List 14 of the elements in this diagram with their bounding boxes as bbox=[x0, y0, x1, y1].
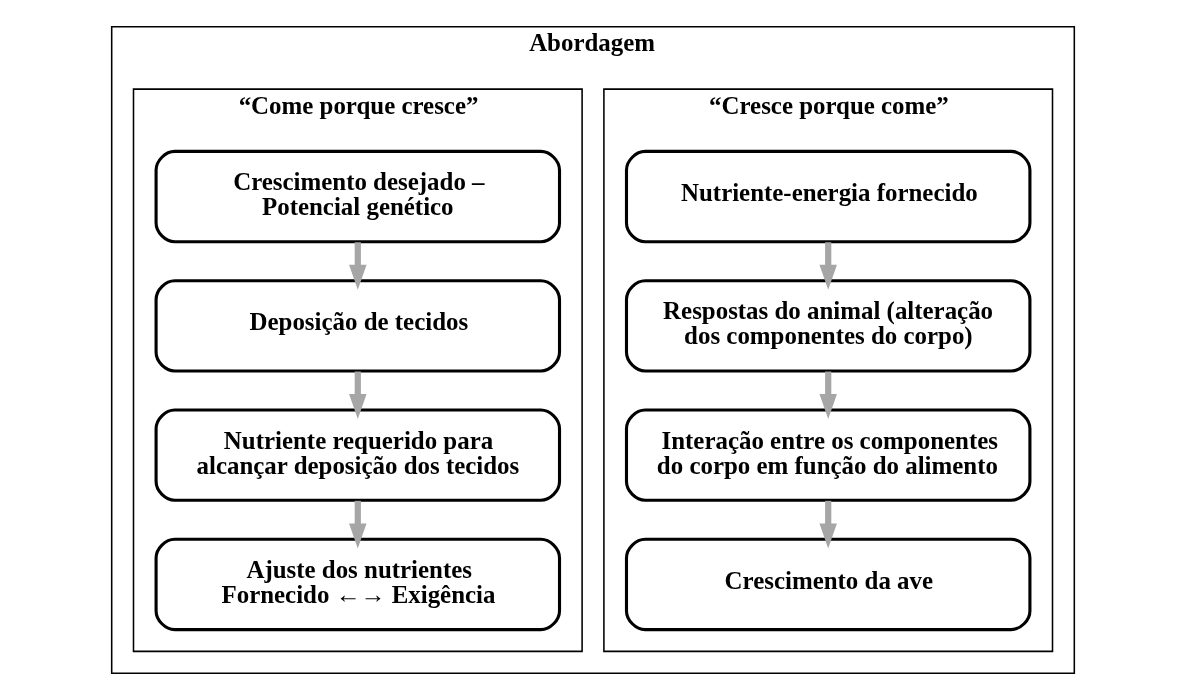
arrow bbox=[819, 242, 837, 290]
node-box: Nutriente requerido para alcançar deposição dos tecidos bbox=[154, 408, 562, 502]
node-box: Nutriente-energia fornecido bbox=[624, 149, 1032, 244]
node-box: Crescimento desejado – Potencial genético bbox=[154, 149, 562, 244]
node-box: Ajuste dos nutrientes Fornecido ←→ Exigência bbox=[154, 537, 562, 632]
arrow bbox=[819, 500, 837, 549]
node-box: Respostas do animal (alteração dos componentes do corpo) bbox=[624, 279, 1032, 373]
node-box: Interação entre os componentes do corpo em função do alimento bbox=[624, 408, 1032, 502]
node-box: Crescimento da ave bbox=[624, 537, 1032, 632]
arrow bbox=[349, 500, 367, 549]
arrow bbox=[349, 242, 367, 290]
node-box: Deposição de tecidos bbox=[154, 279, 562, 373]
arrow bbox=[349, 371, 367, 420]
arrow bbox=[819, 371, 837, 420]
